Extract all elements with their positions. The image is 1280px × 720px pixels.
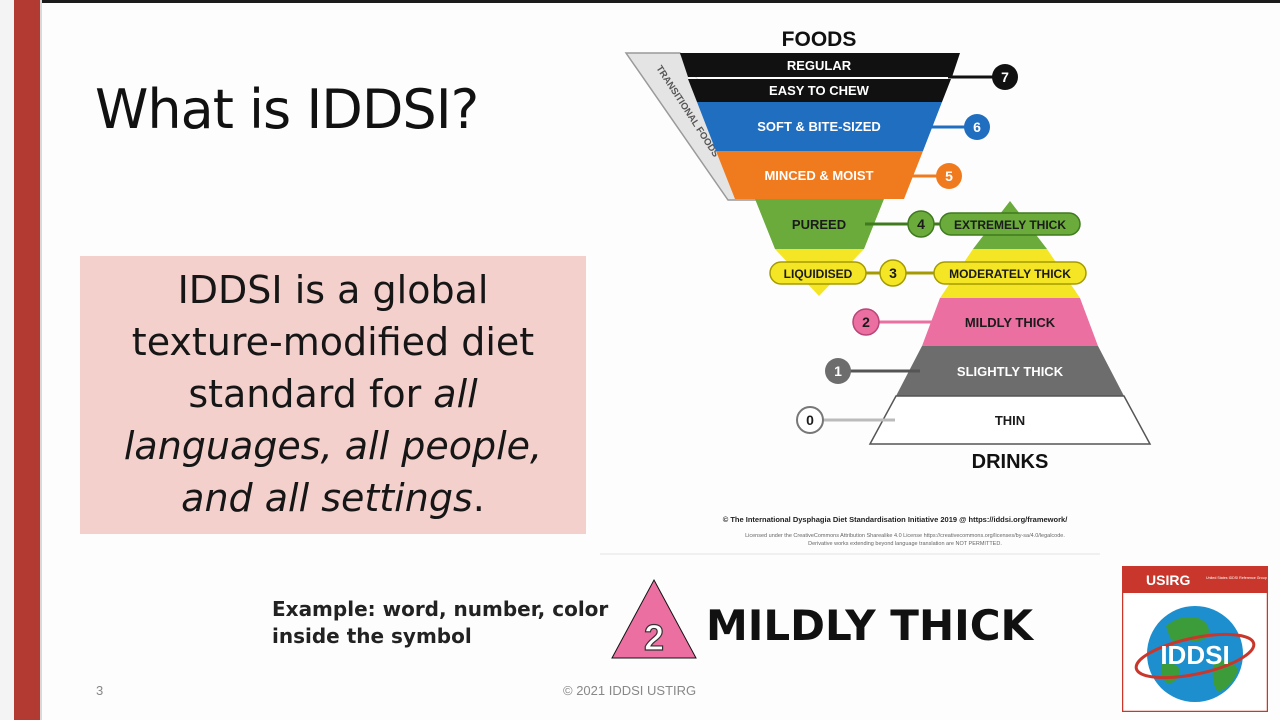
level-6-band [697,102,942,151]
level-0-number: 0 [806,412,814,428]
footer-text: © 2021 IDDSI USTIRG [563,683,697,698]
level-1-drink-band [896,346,1124,396]
left-margin [0,0,14,720]
definition-text: IDDSI is a global texture-modified diet … [80,264,586,524]
level-6-label: SOFT & BITE-SIZED [757,119,881,134]
level-4-number-circle [907,210,935,238]
level-5-band [716,151,923,199]
level-1-number: 1 [834,363,842,379]
definition-line-5: and all settings. [80,472,586,524]
example-symbol: 2 MILDLY THICK [611,578,1035,659]
level-7-easy-to-chew-band [688,79,951,102]
definition-line-3: standard for all [80,368,586,420]
globe-orbit [1134,632,1256,680]
level-0-drink-label: THIN [995,413,1025,428]
definition-line-5-suffix: . [472,476,485,520]
framework-license-line-2: Derivative works extending beyond langua… [808,541,1002,547]
level-1-number-circle [825,358,851,384]
page-number: 3 [96,683,104,698]
level-3-number-circle [879,259,907,287]
level-3-food-label: LIQUIDISED [784,267,853,281]
definition-line-5-italic: and all settings [181,476,473,520]
level-5-number-circle [936,163,962,189]
level-7-regular-band [680,53,960,77]
example-symbol-number: 2 [644,617,664,658]
example-line-1: Example: word, number, color [272,597,609,621]
level-4-food-label: PUREED [792,217,846,232]
level-6-number-circle [964,114,990,140]
definition-line-3-prefix: standard for [188,372,434,416]
example-triangle-icon [611,578,697,659]
level-1-drink-label: SLIGHTLY THICK [957,364,1064,379]
definition-line-4-italic: languages, all people, [123,424,543,468]
badge-subtext: United States IDDSI Reference Group [1206,576,1267,580]
framework-license-line-1: Licensed under the CreativeCommons Attri… [745,533,1065,539]
level-0-drink-band [868,395,1152,445]
level-2-number-circle [852,308,880,336]
level-4-number: 4 [917,216,925,232]
level-7-regular-label: REGULAR [787,58,852,73]
level-2-drink-band [922,298,1098,346]
definition-box: IDDSI is a global texture-modified diet … [80,256,586,534]
slide-title: What is IDDSI? [95,78,479,141]
level-6-number: 6 [973,119,981,135]
level-5-label: MINCED & MOIST [764,168,873,183]
left-accent-bar [14,0,40,720]
definition-line-3-italic: all [433,372,478,416]
level-7-number: 7 [1001,69,1009,85]
badge-logo-text: IDDSI [1160,640,1229,670]
badge-header [1123,567,1267,593]
example-caption: Example: word, number, color inside the … [272,596,608,650]
iddsi-framework-diagram: FOODS TRANSITIONAL FOODS REGULAR EASY TO… [600,28,1152,555]
definition-line-4: languages, all people, [80,420,586,472]
level-7-number-circle [992,64,1018,90]
badge-heading: USIRG [1146,572,1190,588]
top-border [0,0,1280,3]
level-7-easy-to-chew-label: EASY TO CHEW [769,83,870,98]
usirg-iddsi-logo: USIRG United States IDDSI Reference Grou… [1122,566,1268,712]
foods-heading: FOODS [782,28,857,51]
level-2-number: 2 [862,314,870,330]
level-2-drink-label: MILDLY THICK [965,315,1056,330]
level-4-drink-label: EXTREMELY THICK [954,218,1066,232]
definition-line-1: IDDSI is a global [177,268,489,312]
example-line-2: inside the symbol [272,624,472,648]
left-accent-edge [40,0,42,720]
framework-copyright: © The International Dysphagia Diet Stand… [723,515,1068,524]
definition-line-2: texture-modified diet [131,320,535,364]
level-5-number: 5 [945,168,953,184]
example-symbol-label: MILDLY THICK [706,601,1035,650]
level-0-number-circle [796,406,824,434]
level-3-number: 3 [889,265,897,281]
globe-land [1160,617,1238,692]
drinks-heading: DRINKS [972,451,1049,473]
level-4-food-band [755,199,884,249]
level-3-drink-label: MODERATELY THICK [949,267,1071,281]
